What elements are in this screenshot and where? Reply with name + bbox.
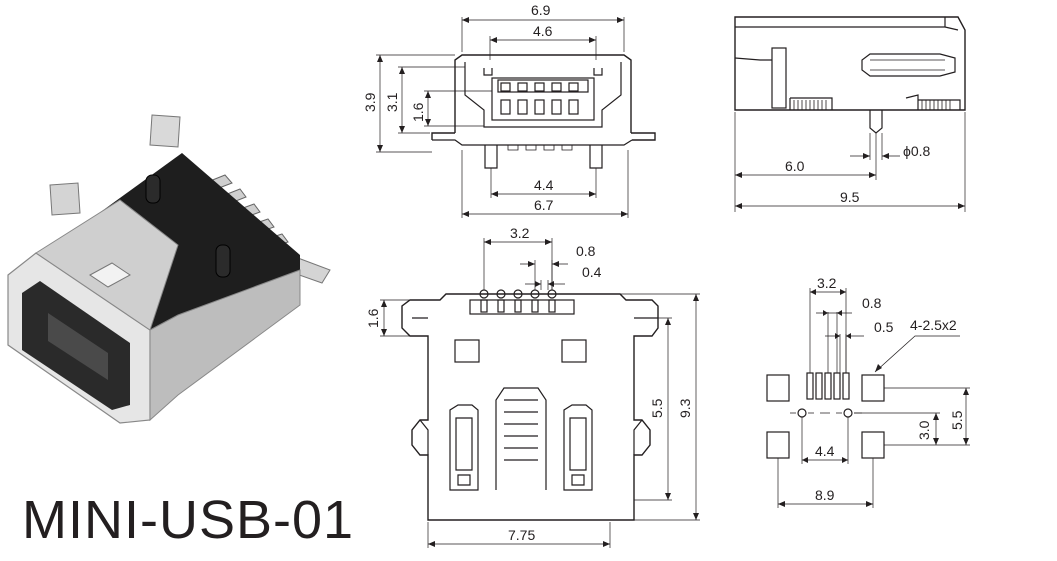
fp-mount-pads-dim: 4-2.5x2 <box>910 317 957 333</box>
fp-total-height-dim: 5.5 <box>949 410 965 430</box>
front-view: 6.9 4.6 3.9 3.1 1.6 4.4 6.7 <box>362 2 656 218</box>
top-length-dim: 9.3 <box>677 398 693 418</box>
front-opening-dim: 4.6 <box>533 23 553 39</box>
side-length-dim: 9.5 <box>840 189 860 205</box>
top-width-dim: 7.75 <box>508 527 535 543</box>
side-view: 6.0 ϕ0.8 9.5 <box>734 16 966 212</box>
side-peg-pos-dim: 6.0 <box>785 158 805 174</box>
pcb-footprint: 3.2 0.8 0.5 4-2.5x2 4.4 8.9 3.0 5.5 <box>766 275 970 508</box>
top-pin-width-dim: 0.4 <box>582 264 602 280</box>
front-pin-span-dim: 4.4 <box>534 177 554 193</box>
front-tongue-dim: 1.6 <box>410 102 426 122</box>
fp-peg-spacing-dim: 4.4 <box>815 443 835 459</box>
connector-photo <box>7 114 331 424</box>
side-peg-dia-dim: ϕ0.8 <box>903 143 931 159</box>
fp-row-height-dim: 3.0 <box>916 420 932 440</box>
top-lip-dim: 1.6 <box>365 308 381 328</box>
fp-pad-pitch-dim: 0.8 <box>862 295 882 311</box>
top-pin-span-dim: 3.2 <box>510 225 530 241</box>
front-inner-dim: 3.1 <box>384 92 400 112</box>
fp-pad-width-dim: 0.5 <box>874 319 894 335</box>
fp-outer-spacing-dim: 8.9 <box>815 487 835 503</box>
top-view: 3.2 0.8 0.4 1.6 5.5 9.3 7.75 <box>365 225 700 548</box>
front-base-dim: 6.7 <box>534 197 554 213</box>
fp-pad-span-dim: 3.2 <box>817 275 837 291</box>
top-tab-spacing-dim: 5.5 <box>649 398 665 418</box>
front-height-dim: 3.9 <box>362 92 378 112</box>
front-width-top-dim: 6.9 <box>531 2 551 18</box>
part-number-title: MINI-USB-01 <box>22 490 355 550</box>
top-pin-pitch-dim: 0.8 <box>576 243 596 259</box>
